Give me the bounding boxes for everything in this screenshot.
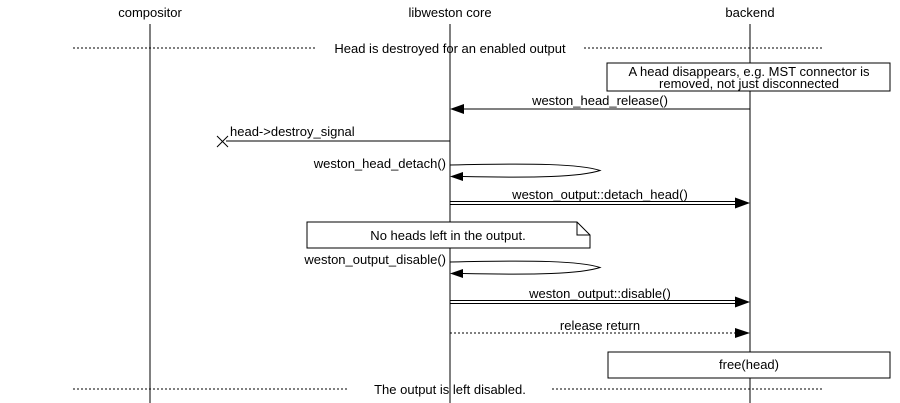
participant-libweston-core: libweston core [408,5,492,20]
participant-backend: backend [725,5,775,20]
label-weston-output-disable-fn: weston_output_disable() [304,252,446,267]
label-weston-head-release: weston_head_release() [532,93,668,108]
arrow-head-release-head [450,104,464,114]
note-head-disappears-box [606,62,891,92]
arrow-detach-head-head [735,197,750,209]
note-no-heads-box [306,221,591,249]
label-weston-head-detach: weston_head_detach() [313,156,446,171]
arrow-output-disable-loop [449,260,602,275]
arrow-output-disable-head [450,269,463,278]
arrow-head-detach-loop [449,163,602,178]
participant-compositor: compositor [118,5,182,20]
divider-bottom-text: The output is left disabled. [374,382,526,397]
note-no-heads-text: No heads left in the output. [370,228,526,243]
arrow-disable-head [735,296,750,308]
label-head-destroy-signal: head->destroy_signal [230,124,355,139]
note-no-heads-fold-icon [576,222,590,236]
lost-message-x-icon [216,135,229,148]
divider-top-text: Head is destroyed for an enabled output [334,41,566,56]
note-head-disappears-line1: A head disappears, e.g. MST connector is [628,64,870,79]
note-head-disappears-line2: removed, not just disconnected [659,76,839,91]
label-release-return: release return [559,318,641,333]
arrow-release-return-head [735,328,750,338]
arrow-head-detach-head [450,172,463,181]
box-free-head-text: free(head) [719,357,779,372]
box-free-head [607,351,891,379]
label-weston-output-detach-head: weston_output::detach_head() [512,187,688,202]
label-weston-output-disable-method: weston_output::disable() [529,286,671,301]
